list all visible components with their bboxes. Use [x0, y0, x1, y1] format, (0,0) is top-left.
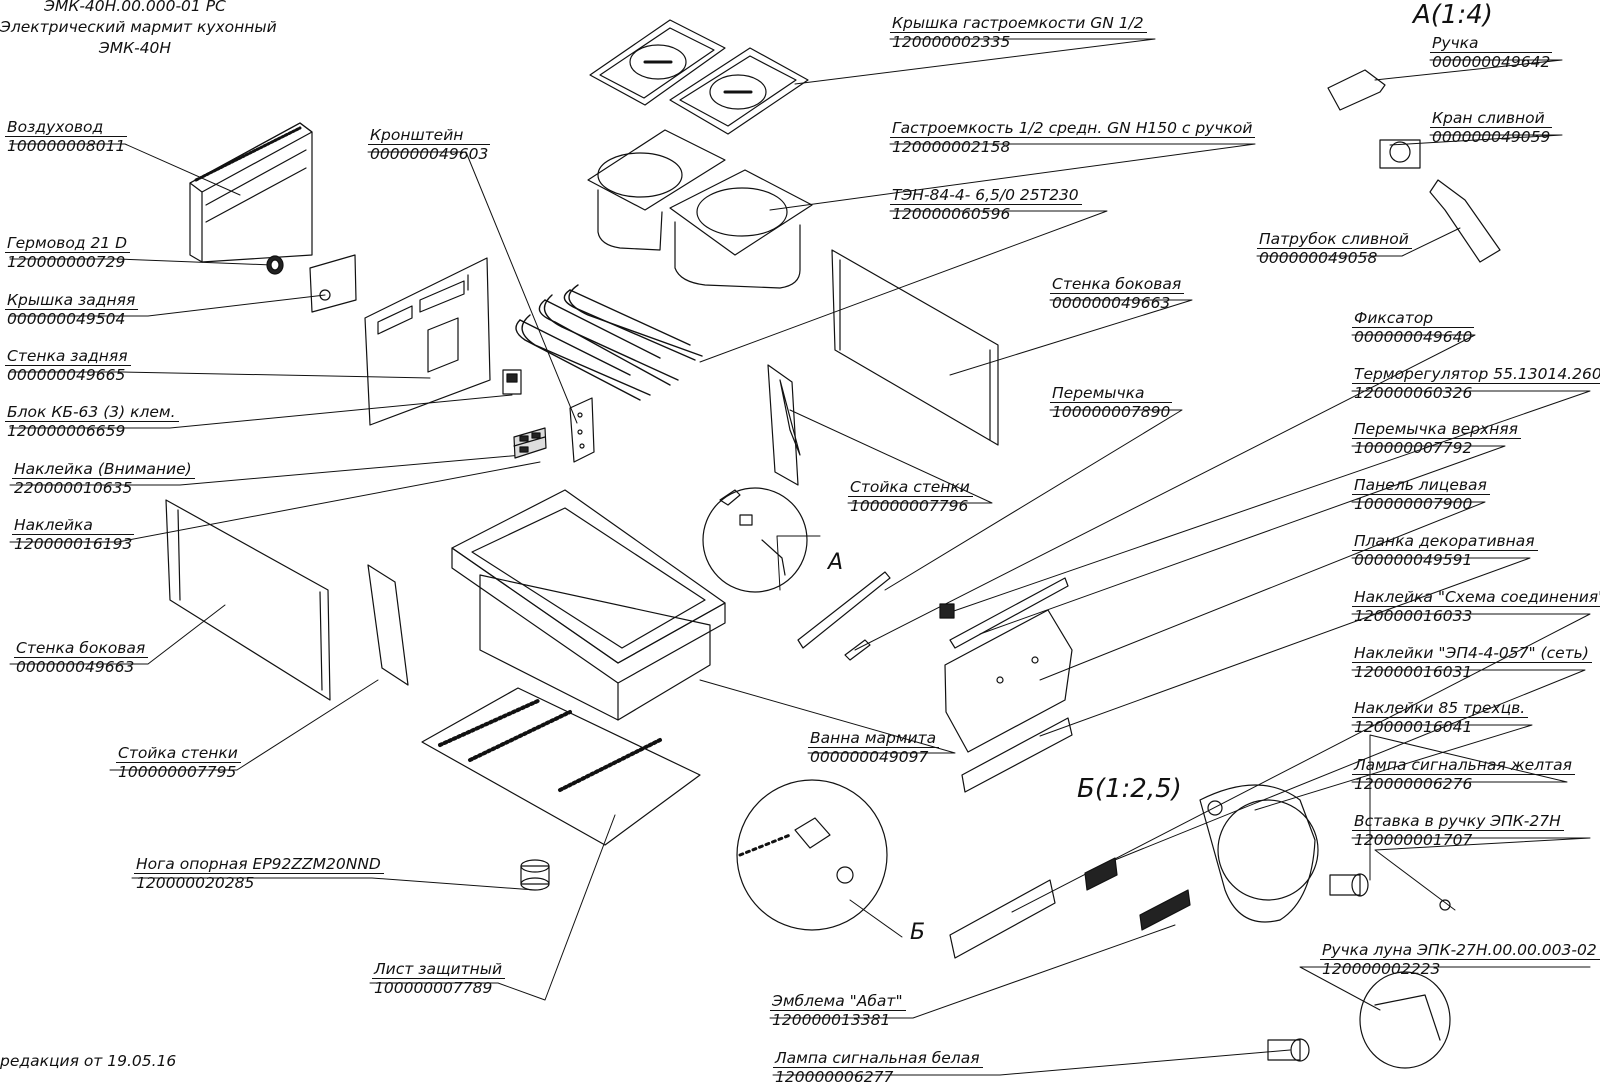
front-panel-part: [945, 610, 1072, 752]
moon-knob-part: [1360, 972, 1450, 1068]
gn-containers-part: [588, 130, 812, 288]
heating-elements-part: [516, 285, 702, 400]
side-wall-left-part: [166, 500, 330, 700]
air-duct-part: [190, 123, 312, 262]
wall-post-right-part: [768, 365, 800, 485]
part-label: Эмблема "Абат"120000013381: [770, 992, 906, 1029]
wiring-sticker-part: [950, 880, 1055, 958]
document-code: ЭМК-40Н.00.000-01 РС: [44, 0, 226, 15]
part-outlines: [166, 20, 1500, 1068]
revision-note: редакция от 19.05.16: [0, 1052, 177, 1070]
view-b-title: Б(1:2,5): [1077, 774, 1182, 804]
part-label: Наклейки 85 трехцв.120000016041: [1352, 699, 1529, 736]
bain-marie-tub-part: [452, 490, 725, 720]
terminal-block-part: [503, 370, 521, 394]
view-a-parts: [1328, 70, 1500, 262]
gland-part: [267, 256, 283, 274]
product-title: Электрический мармит кухонный: [0, 18, 277, 36]
part-label: Наклейки "ЭП4-4-057" (сеть)120000016031: [1352, 644, 1592, 681]
latch-part: [940, 604, 954, 618]
knob-insert-part: [1440, 900, 1450, 910]
warning-stickers-part: [514, 428, 546, 458]
detail-b-circle: [737, 780, 887, 930]
callout-b: Б: [910, 920, 926, 945]
side-wall-right-part: [832, 250, 998, 445]
rear-cover-part: [310, 255, 356, 312]
decorative-strip-part: [962, 718, 1072, 792]
jumper-part: [798, 572, 890, 660]
title-block: ЭМК-40Н.00.000-01 РС Электрический марми…: [0, 0, 277, 59]
protective-sheet-part: [422, 688, 700, 845]
part-label: Блок КБ-63 (3) клем.120000006659: [5, 403, 179, 440]
product-model: ЭМК-40Н: [98, 39, 172, 57]
gn-lids-part: [590, 20, 808, 134]
rear-wall-part: [365, 258, 490, 425]
part-label: Гастроемкость 1/2 средн. GN H150 с ручко…: [890, 119, 1256, 156]
bracket-part: [570, 398, 594, 462]
top-jumper-part: [950, 578, 1068, 648]
wall-post-left-part: [368, 565, 408, 685]
view-a-title: А(1:4): [1413, 0, 1493, 30]
yellow-lamp-part: [1330, 874, 1368, 896]
white-lamp-part: [1268, 1039, 1309, 1061]
part-label: Наклейка (Внимание)220000010635: [12, 460, 195, 497]
callout-a: А: [828, 550, 844, 575]
part-label: Наклейка "Схема соединения"120000016033: [1352, 588, 1600, 625]
detail-a-circle: [703, 488, 807, 592]
mains-sticker-part: [1085, 858, 1117, 890]
abat-emblem-part: [1140, 890, 1190, 930]
support-foot-part: [521, 860, 549, 890]
tricolor-sticker-part: [1200, 785, 1318, 922]
